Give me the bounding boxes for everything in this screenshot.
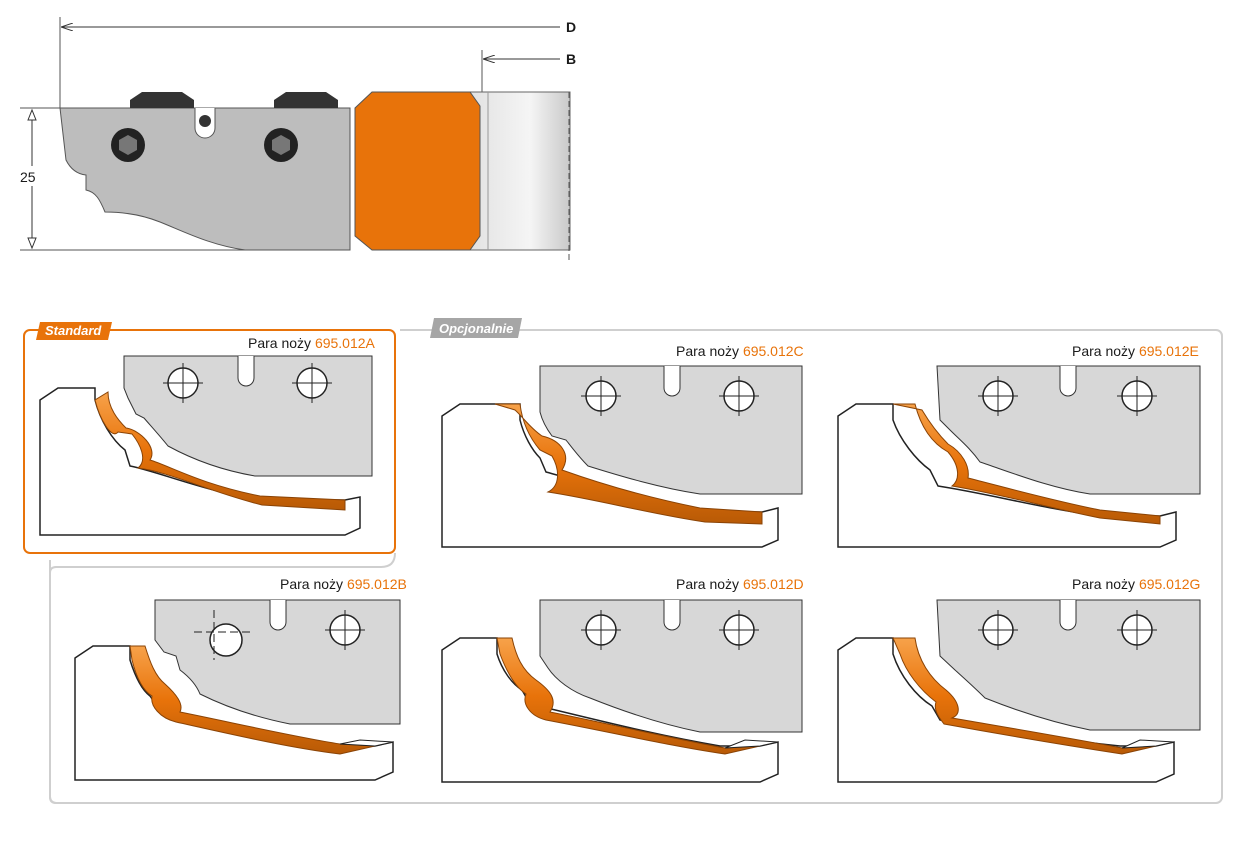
profile-e-text: Para noży	[1072, 343, 1135, 359]
profile-e-code: 695.012E	[1139, 343, 1199, 359]
profile-label-b: Para noży 695.012B	[280, 576, 407, 592]
svg-text:Para noży 695.012A: Para noży 695.012A	[248, 335, 376, 351]
profile-c-code: 695.012C	[743, 343, 804, 359]
profile-g-illustration	[837, 599, 1201, 783]
profile-b-code: 695.012B	[347, 576, 407, 592]
profile-label-e: Para noży 695.012E	[1072, 343, 1199, 359]
profile-label-a: Para noży 695.012A	[248, 335, 376, 351]
profile-label-g: Para noży 695.012G	[1072, 576, 1200, 592]
optional-badge-label: Opcjonalnie	[439, 321, 513, 336]
standard-badge-label: Standard	[45, 323, 102, 338]
svg-text:Para noży 695.012E: Para noży 695.012E	[1072, 343, 1199, 359]
profile-c-text: Para noży	[676, 343, 739, 359]
profile-a-illustration	[39, 355, 373, 536]
standard-badge: Standard	[36, 322, 112, 340]
cutter-body	[354, 91, 481, 251]
clamp-right	[274, 92, 338, 108]
profile-a-text: Para noży	[248, 335, 311, 351]
dimension-b-label: B	[566, 51, 576, 67]
tool-section: D B 25	[18, 17, 576, 262]
dimension-height-label: 25	[20, 169, 36, 185]
profile-e-illustration	[837, 365, 1201, 548]
hex-screw-left	[111, 128, 145, 162]
profile-b-illustration	[74, 599, 401, 781]
profile-label-c: Para noży 695.012C	[676, 343, 804, 359]
profile-d-text: Para noży	[676, 576, 739, 592]
profile-b-text: Para noży	[280, 576, 343, 592]
profile-g-code: 695.012G	[1139, 576, 1201, 592]
profile-a-code: 695.012A	[315, 335, 376, 351]
profile-c-illustration	[441, 365, 803, 548]
profile-g-text: Para noży	[1072, 576, 1135, 592]
hex-screw-right	[264, 128, 298, 162]
svg-text:Para noży 695.012G: Para noży 695.012G	[1072, 576, 1200, 592]
svg-text:Para noży 695.012D: Para noży 695.012D	[676, 576, 804, 592]
dimension-d-label: D	[566, 19, 576, 35]
pin	[199, 115, 211, 127]
svg-text:Para noży 695.012B: Para noży 695.012B	[280, 576, 407, 592]
profile-d-illustration	[441, 599, 803, 783]
profile-label-d: Para noży 695.012D	[676, 576, 804, 592]
svg-text:Para noży 695.012C: Para noży 695.012C	[676, 343, 804, 359]
optional-badge: Opcjonalnie	[430, 318, 522, 338]
profile-d-code: 695.012D	[743, 576, 804, 592]
clamp-left	[130, 92, 194, 108]
